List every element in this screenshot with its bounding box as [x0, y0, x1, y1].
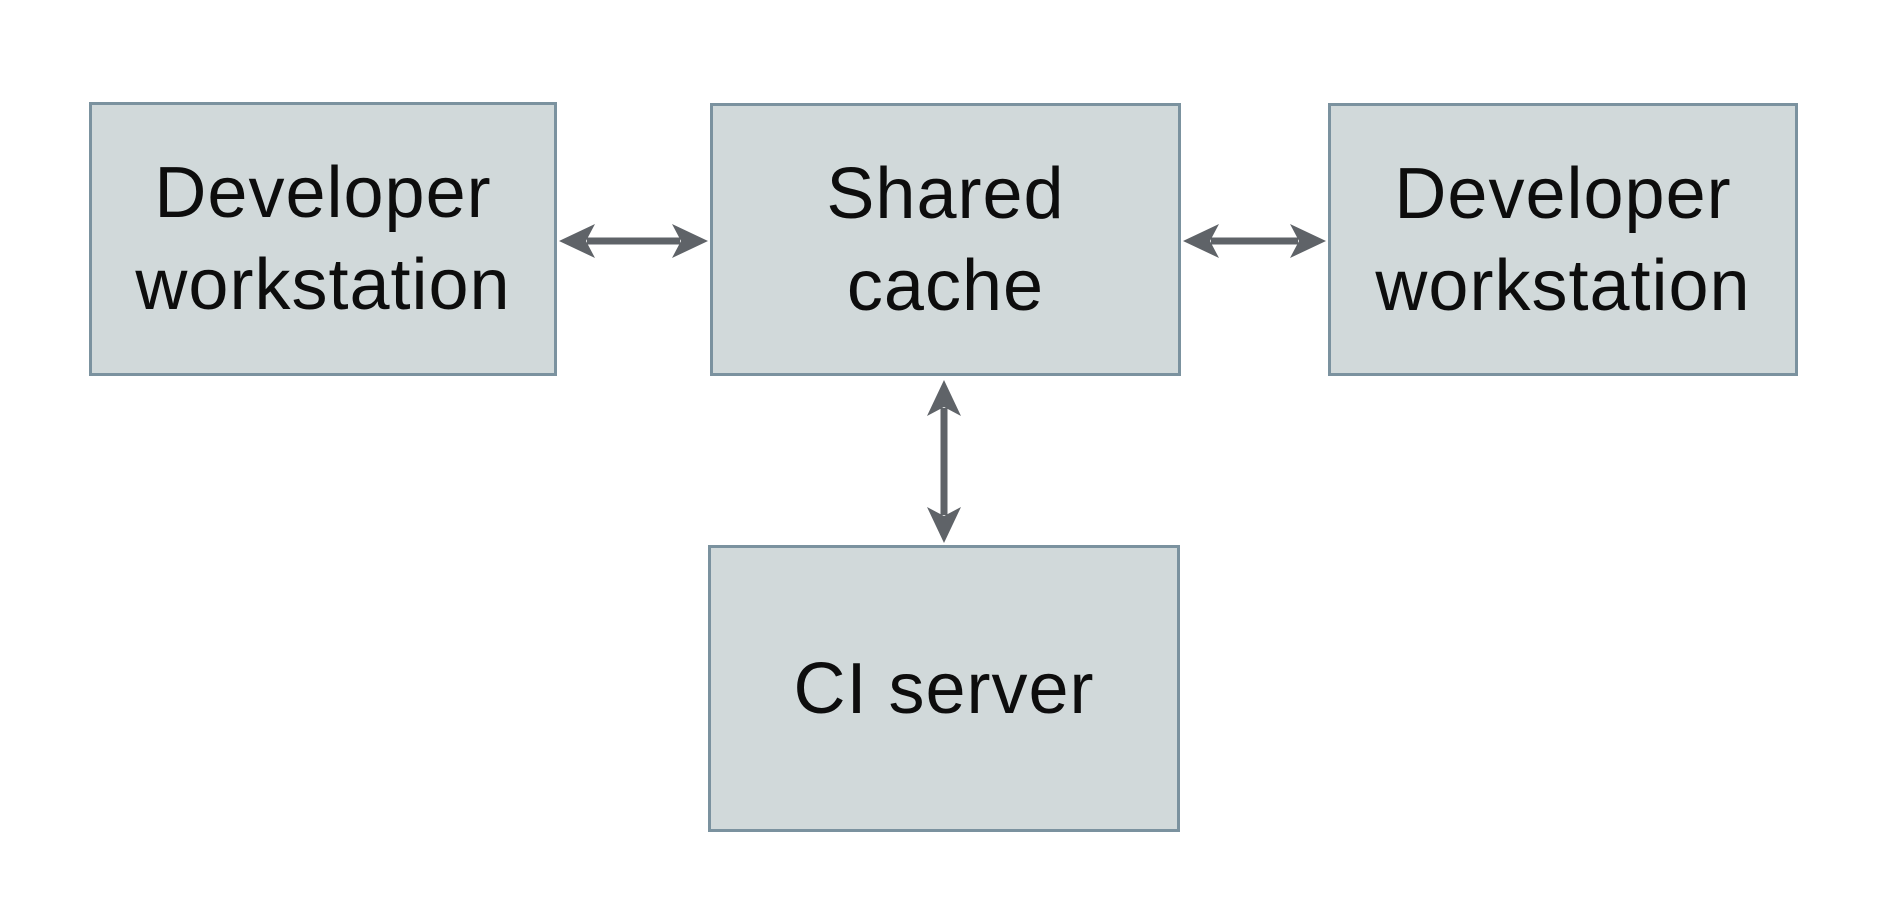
node-label-line: Developer — [1394, 153, 1732, 234]
node-label-line: Developer — [154, 153, 492, 233]
node-developer-workstation-left: Developer workstation — [89, 102, 557, 376]
double-arrow-icon — [559, 224, 708, 258]
node-label-line: CI server — [793, 648, 1095, 729]
double-arrow-icon — [927, 380, 961, 543]
node-ci-server: CI server — [708, 545, 1180, 832]
node-label: CI server — [793, 643, 1094, 735]
double-arrow-shared-cache-right-workstation — [1181, 218, 1328, 264]
double-arrow-left-workstation-shared-cache — [557, 218, 710, 264]
node-developer-workstation-right: Developer workstation — [1328, 103, 1798, 376]
node-label: Developer workstation — [1375, 148, 1750, 332]
node-label-line: cache — [846, 245, 1045, 326]
node-label-line: Shared — [826, 153, 1065, 234]
node-label-line: workstation — [135, 245, 511, 325]
node-label-line: workstation — [1375, 245, 1751, 326]
double-arrow-shared-cache-ci-server — [921, 378, 967, 545]
double-arrow-icon — [1183, 224, 1326, 258]
node-shared-cache: Shared cache — [710, 103, 1181, 376]
node-label: Developer workstation — [135, 147, 510, 331]
node-label: Shared cache — [826, 148, 1064, 332]
